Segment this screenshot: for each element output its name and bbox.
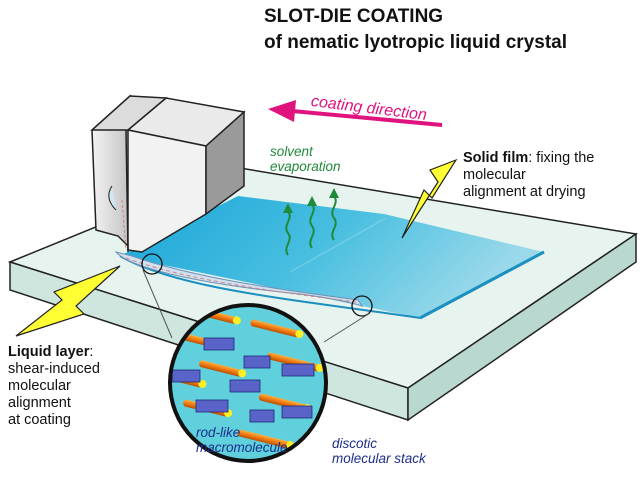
liquid-layer-title: Liquid layer — [8, 344, 90, 360]
solid-film-line-1: : fixing the molecular — [463, 150, 595, 183]
solid-film-label: Solid film: fixing the molecular alignme… — [463, 150, 643, 201]
slot-die — [90, 94, 246, 253]
liquid-layer-line-1: shear-induced — [8, 361, 100, 377]
solvent-line-2: evaporation — [270, 159, 341, 174]
title-line-1: SLOT-DIE COATING — [264, 6, 444, 27]
zoom-spot-right — [351, 295, 373, 317]
coating-direction-arrow — [268, 100, 443, 127]
zoom-line-right — [323, 312, 371, 343]
disc-line-1: discotic — [332, 436, 378, 451]
discotic-label: discotic molecular stack — [332, 436, 426, 466]
rod-like-label: rod-like macromolecule — [196, 425, 288, 455]
title-line-2: of nematic lyotropic liquid crystal — [264, 32, 568, 53]
liquid-layer-pointer — [15, 265, 121, 337]
alignment-lines — [125, 257, 357, 303]
liquid-layer-line-4: at coating — [8, 412, 71, 428]
solid-film-pointer — [401, 158, 458, 239]
solid-film-line-2: alignment at drying — [463, 184, 586, 200]
solid-film-title: Solid film — [463, 150, 529, 166]
discotic-stacks — [171, 337, 315, 423]
disc-line-2: molecular stack — [332, 451, 426, 466]
zoom-spot-left — [141, 253, 163, 275]
zoom-line-left — [142, 269, 173, 339]
rod-line-2: macromolecule — [196, 440, 288, 455]
coated-film — [119, 196, 545, 320]
liquid-layer-colon: : — [89, 344, 94, 360]
liquid-layer-label: Liquid layer: shear-induced molecular al… — [8, 344, 100, 429]
solvent-line-1: solvent — [270, 144, 313, 159]
rod-line-1: rod-like — [196, 425, 241, 440]
evaporation-arrows — [283, 188, 339, 256]
liquid-bead — [114, 251, 364, 307]
liquid-layer-line-2: molecular — [8, 378, 71, 394]
liquid-layer-line-3: alignment — [8, 395, 71, 411]
solvent-evaporation-label: solvent evaporation — [270, 144, 341, 174]
